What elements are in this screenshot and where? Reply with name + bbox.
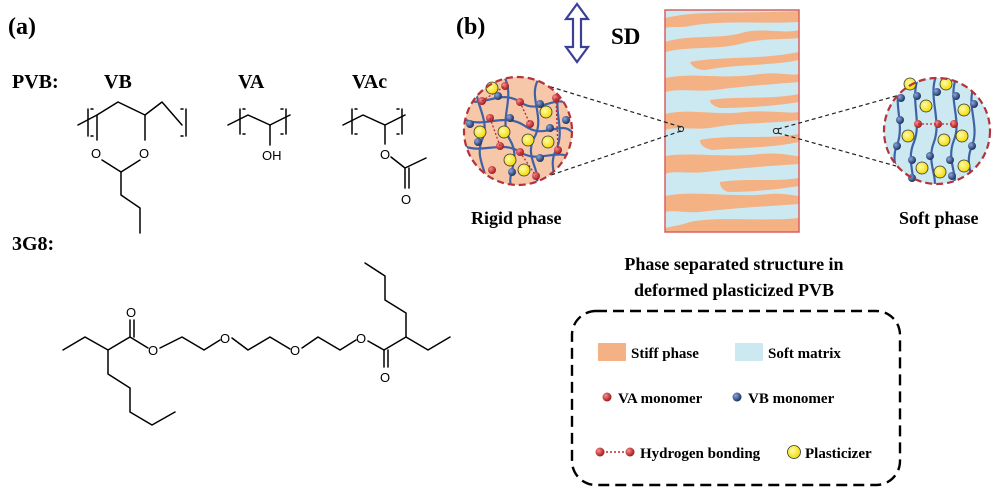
3g8-carbonyl-o-right: O <box>380 370 390 385</box>
soft-phase-label: Soft phase <box>899 208 979 228</box>
sd-label: SD <box>611 24 640 49</box>
vac-carbonyl-oxygen: O <box>401 192 411 207</box>
3g8-carbonyl-o-left: O <box>126 305 136 320</box>
vb-oxygen-left: O <box>91 146 101 161</box>
caption-line-2: deformed plasticized PVB <box>634 280 834 300</box>
3g8-ether-o-1: O <box>220 331 230 346</box>
vb-label: VB <box>104 71 132 93</box>
legend-vb-label: VB monomer <box>748 391 835 407</box>
rigid-phase-label: Rigid phase <box>471 208 562 228</box>
legend-stiff-label: Stiff phase <box>631 346 699 362</box>
legend-va-icon <box>602 392 612 402</box>
vb-structure: O O <box>77 101 187 234</box>
vb-oxygen-right: O <box>139 146 149 161</box>
panel-a-label: (a) <box>8 14 36 40</box>
legend-va-label: VA monomer <box>618 391 703 407</box>
soft-plasticizers <box>901 77 971 179</box>
sd-double-arrow <box>563 2 591 64</box>
vac-label: VAc <box>352 71 387 93</box>
3g8-ester-o-right: O <box>356 331 366 346</box>
legend-box: Stiff phase Soft matrix VA monomer VB mo… <box>570 309 902 487</box>
va-hydroxyl: OH <box>262 148 282 163</box>
3g8-structure: O O O O O O <box>62 262 451 426</box>
vac-structure: O O <box>342 108 427 207</box>
rigid-phase-circle <box>462 75 574 187</box>
va-label: VA <box>238 71 265 93</box>
zoom-guides <box>547 85 897 177</box>
va-structure: OH <box>227 108 291 163</box>
pvb-label: PVB: <box>12 71 59 93</box>
legend-soft-label: Soft matrix <box>768 346 841 362</box>
legend-hbond-label: Hydrogen bonding <box>640 446 761 462</box>
legend-stiff-swatch <box>598 343 626 361</box>
legend-vb-icon <box>732 392 742 402</box>
rigid-plasticizers <box>473 81 555 177</box>
legend-plasticizer-label: Plasticizer <box>805 446 872 462</box>
3g8-ester-o-left: O <box>148 343 158 358</box>
panel-b-label: (b) <box>456 14 485 40</box>
caption-line-1: Phase separated structure in <box>624 254 843 274</box>
phase-structure-sample <box>664 9 800 233</box>
legend-plasticizer-icon <box>787 445 801 459</box>
legend-soft-swatch <box>735 343 763 361</box>
3g8-ether-o-2: O <box>290 343 300 358</box>
legend-hbond-icon <box>595 447 635 457</box>
vac-ester-oxygen: O <box>380 147 390 162</box>
3g8-label: 3G8: <box>12 233 54 255</box>
soft-phase-circle <box>882 76 992 186</box>
